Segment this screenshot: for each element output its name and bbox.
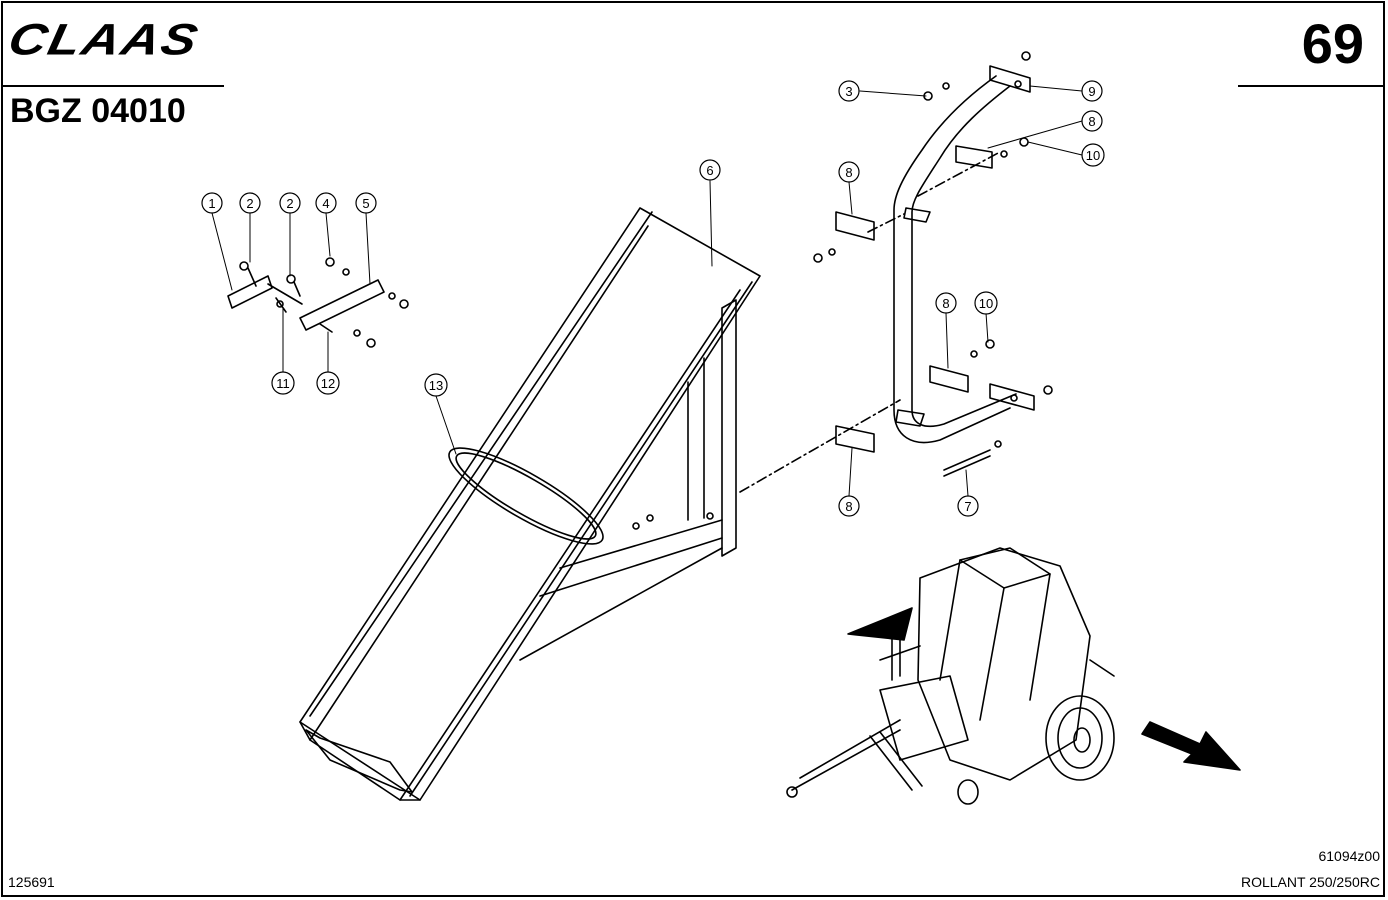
callout-label: 10 [1086,148,1100,163]
callout-circle [201,192,223,214]
callout-circle [315,192,337,214]
header-rule-left [2,85,224,87]
discharge-chute [299,207,761,801]
callout-circle [699,159,721,181]
callout-circle [271,371,295,395]
callout-label: 1 [208,196,215,211]
drawing-reference: 61094z00 [1318,848,1380,864]
callout-label: 9 [1088,84,1095,99]
callout-label: 12 [321,376,335,391]
callout-circles [201,80,1105,517]
callout-circle [279,192,301,214]
callout-label: 3 [845,84,852,99]
callout-circle [838,495,860,517]
callout-label: 8 [942,296,949,311]
callout-circle [1081,110,1103,132]
callout-circle [239,192,261,214]
callout-circle [838,161,860,183]
callout-circle [838,80,860,102]
document-number: 125691 [8,874,55,890]
callout-label: 4 [322,196,329,211]
callout-circle [316,371,340,395]
callout-circle [424,373,448,397]
callout-circle [974,291,998,315]
callout-circle [935,292,957,314]
group-code: BGZ 04010 [10,92,186,130]
callout-label: 6 [706,163,713,178]
callout-label: 8 [845,165,852,180]
leader-lines [211,85,1083,497]
callout-label: 11 [276,376,290,391]
callout-label: 10 [979,296,993,311]
baler-overview-illustration [786,547,1241,805]
callout-label: 2 [286,196,293,211]
callout-circle [1081,143,1105,167]
page-number: 69 [1301,12,1364,75]
header-rule-right [1238,85,1384,87]
callout-circle [1081,80,1103,102]
callout-label: 5 [362,196,369,211]
callout-labels: 1 2 2 4 5 11 12 13 6 3 9 8 10 8 8 10 8 7 [208,84,1100,514]
callout-label: 7 [964,499,971,514]
callout-label: 8 [1088,114,1095,129]
handrail-tube-assembly [739,51,1053,493]
mounting-bracket-assembly [227,257,409,348]
callout-label: 2 [246,196,253,211]
callout-circle [355,192,377,214]
callout-circle [957,495,979,517]
callout-label: 13 [429,378,443,393]
callout-label: 8 [845,499,852,514]
model-name: ROLLANT 250/250RC [1240,874,1380,890]
